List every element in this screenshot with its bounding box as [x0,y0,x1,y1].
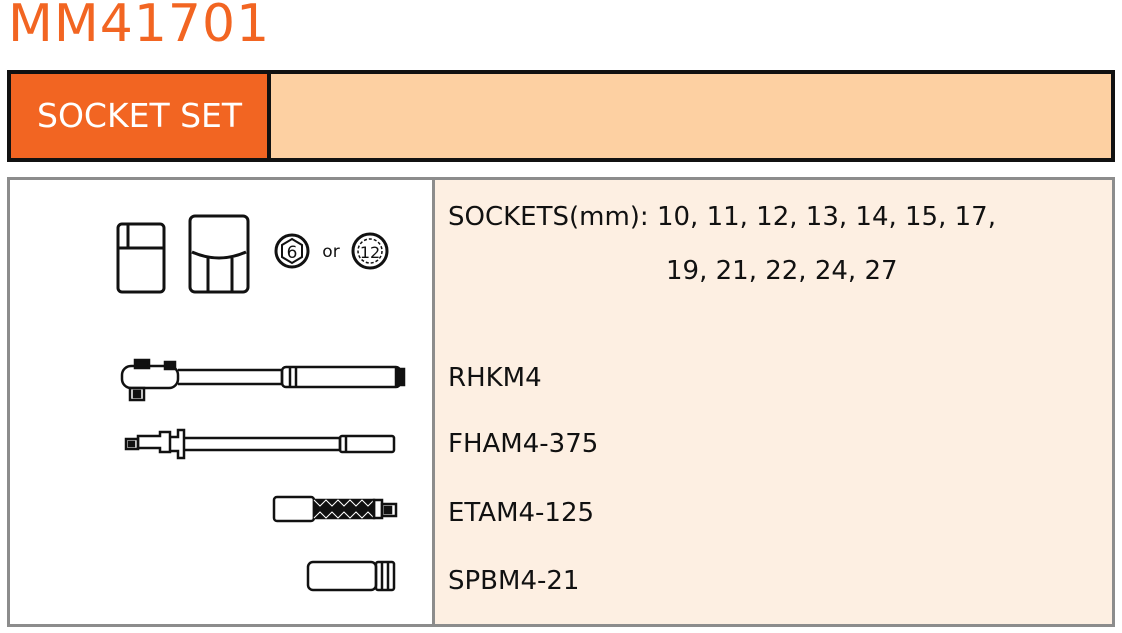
socket-wide-icon [188,214,250,294]
page-title: MM41701 [8,0,271,54]
flex-handle-icon [124,428,396,460]
part-number-flex-handle: FHAM4-375 [448,429,599,459]
or-label: or [322,242,339,262]
tool-illustrations: 6 or 12 [116,214,406,592]
parts-table: 6 or 12 [7,177,1115,627]
specification-cell: SOCKETS(mm): 10, 11, 12, 13, 14, 15, 17,… [435,180,1112,624]
extension-bar-icon [272,495,398,523]
part-number-extension: ETAM4-125 [448,498,595,528]
socket-sizes-line-2: 19, 21, 22, 24, 27 [666,256,898,286]
section-header-label: SOCKET SET [11,74,271,158]
twelve-point-icon: 12 [351,232,389,270]
spark-plug-socket-icon [306,560,396,592]
socket-sizes-line-1: SOCKETS(mm): 10, 11, 12, 13, 14, 15, 17, [448,202,996,232]
section-header: SOCKET SET [7,70,1115,162]
socket-short-icon [116,222,166,294]
six-point-hex-icon: 6 [274,233,310,269]
tool-illustrations-cell: 6 or 12 [10,180,435,624]
ratchet-handle-icon [120,358,406,402]
part-number-spark-plug-socket: SPBM4-21 [448,566,580,596]
twelve-point-label: 12 [360,243,380,262]
six-point-label: 6 [287,243,298,263]
part-number-ratchet: RHKM4 [448,363,542,393]
